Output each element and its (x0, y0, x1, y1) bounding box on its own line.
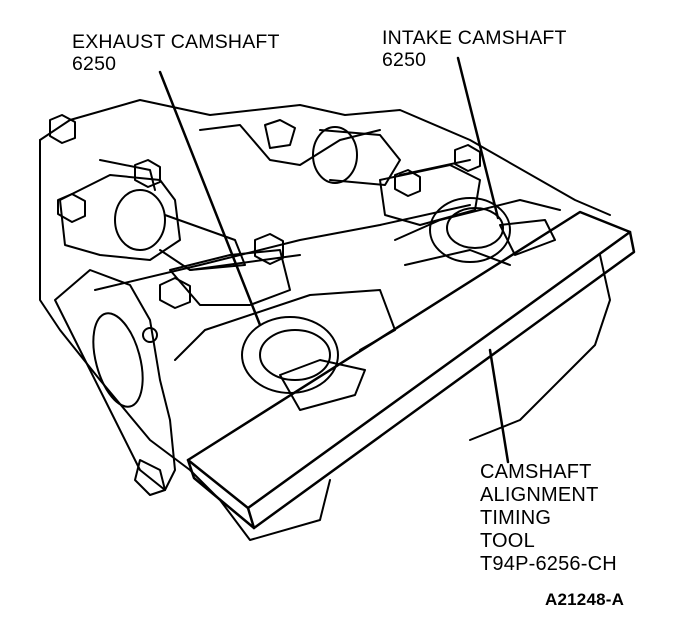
bolt-head (454, 144, 481, 172)
exhaust-bearing-cap-rear (169, 249, 291, 306)
alignment-tool (186, 210, 636, 530)
exhaust-shaft-section (159, 214, 246, 271)
intake-journal (446, 207, 504, 249)
intake-pocket (394, 199, 561, 241)
figure-id: A21248-A (545, 590, 625, 609)
intake-camshaft-label: INTAKE CAMSHAFT 6250 (382, 27, 567, 71)
exhaust-flat-slot (279, 359, 366, 411)
bolt-head (394, 169, 421, 197)
leader-lines (158, 56, 510, 464)
exhaust-leader-line (158, 70, 262, 327)
cam-sensor-stub (264, 119, 296, 149)
tool-label-line-1: CAMSHAFT (480, 461, 592, 483)
end-plate (54, 269, 176, 496)
intake-bolts (394, 144, 481, 197)
alignment-tool-label: CAMSHAFT ALIGNMENT TIMING TOOL T94P-6256… (480, 462, 617, 574)
tool-leader-line (488, 348, 510, 464)
bolt-head (254, 233, 284, 265)
exhaust-camshaft-part-number: 6250 (72, 52, 117, 75)
tool-label-line-2: ALIGNMENT (480, 484, 599, 506)
end-plate-outline (54, 269, 176, 491)
bolt-head (134, 159, 161, 188)
cylinder-head-top-edge (39, 99, 611, 216)
end-plate-bolt-hole (142, 327, 158, 343)
exhaust-camshaft (49, 114, 366, 411)
tool-label-line-5: T94P-6256-CH (480, 553, 617, 575)
exhaust-lobe-rear (241, 316, 339, 394)
intake-leader-line (456, 56, 500, 220)
tool-bar-underside (252, 230, 636, 530)
cylinder-head-right-side (469, 254, 611, 441)
exhaust-cap-strap-rear (189, 254, 301, 271)
valve-cover-rail (199, 124, 381, 166)
intake-shaft-front (319, 129, 401, 186)
exhaust-journal (259, 329, 331, 381)
bolt-head (159, 277, 191, 309)
bearing-deck-edge (94, 204, 471, 291)
tool-label-line-3: TIMING (480, 507, 552, 529)
intake-flat-slot (499, 219, 556, 256)
intake-camshaft-name: INTAKE CAMSHAFT (382, 27, 567, 49)
exhaust-bolts (49, 114, 284, 309)
end-plate-bolt (134, 459, 166, 496)
tool-bar-end (186, 458, 256, 530)
cylinder-head (39, 99, 611, 541)
intake-lobe-front (312, 126, 358, 184)
cylinder-head-left-side (39, 139, 331, 541)
intake-camshaft (264, 119, 556, 263)
exhaust-lobe-front (114, 189, 166, 251)
end-plate-hole (92, 312, 144, 408)
intake-camshaft-part-number: 6250 (382, 48, 427, 71)
tool-label-line-4: TOOL (480, 530, 535, 552)
bolt-head (57, 193, 86, 223)
exhaust-bearing-cap-front (59, 174, 181, 261)
exhaust-camshaft-name: EXHAUST CAMSHAFT (72, 31, 280, 53)
intake-lobe-rear (429, 197, 511, 263)
bolt-head (49, 114, 76, 144)
intake-pocket-floor (404, 249, 511, 266)
exhaust-camshaft-label: EXHAUST CAMSHAFT 6250 (72, 31, 280, 75)
exhaust-cap-strap (99, 159, 156, 191)
